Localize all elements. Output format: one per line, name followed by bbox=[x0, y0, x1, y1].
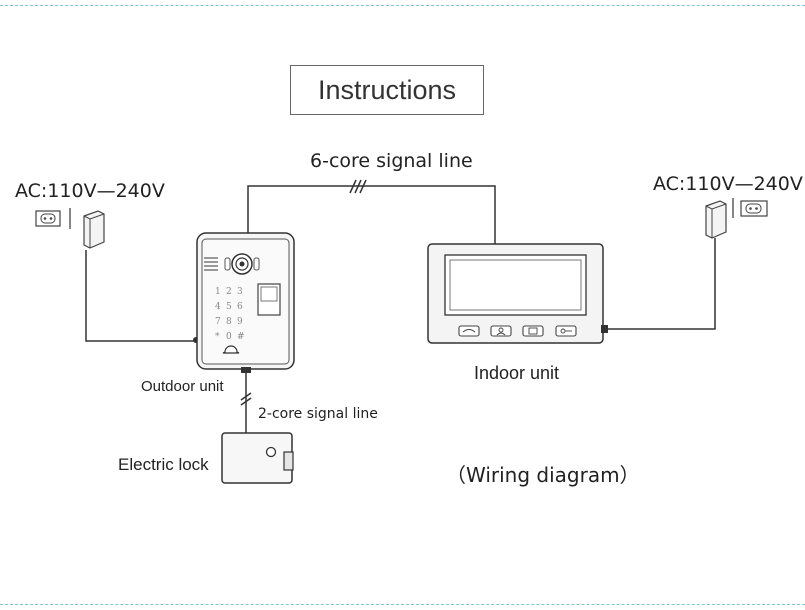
power-adapter-icon bbox=[705, 200, 727, 239]
indoor-unit-label: Indoor unit bbox=[474, 363, 560, 383]
keypad-key: 4 bbox=[215, 302, 221, 312]
keypad-key: 3 bbox=[237, 287, 243, 297]
top-dashed-border bbox=[0, 5, 805, 6]
keypad-key: 2 bbox=[226, 287, 232, 297]
ac-voltage-label-right: AC:110V—240V bbox=[653, 173, 803, 195]
electric-lock-icon bbox=[221, 432, 294, 484]
outdoor-unit-label: Outdoor unit bbox=[141, 378, 224, 395]
keypad-key: 1 bbox=[215, 287, 221, 297]
six-core-signal-line bbox=[247, 179, 496, 244]
indoor-monitor-icon bbox=[427, 243, 604, 344]
two-core-signal-line bbox=[240, 369, 252, 433]
keypad-key: 6 bbox=[237, 302, 243, 312]
ac-voltage-label-left: AC:110V—240V bbox=[15, 180, 165, 202]
keypad-key: 5 bbox=[226, 302, 232, 312]
electric-lock-label: Electric lock bbox=[118, 455, 209, 474]
keypad-key: * bbox=[215, 332, 220, 342]
power-outlet-icon bbox=[740, 200, 768, 217]
right-cable-connector bbox=[601, 325, 608, 333]
outdoor-unit-icon bbox=[196, 232, 295, 370]
keypad-key: # bbox=[237, 332, 245, 342]
bottom-dashed-border bbox=[0, 604, 805, 605]
right-power-cable bbox=[605, 238, 716, 330]
power-outlet-icon bbox=[35, 210, 61, 227]
power-adapter-icon bbox=[83, 210, 105, 249]
keypad-key: 0 bbox=[226, 332, 232, 342]
wiring-diagram-caption: （Wiring diagram） bbox=[446, 463, 640, 487]
keypad-key: 9 bbox=[237, 317, 243, 327]
two-core-signal-line-label: 2-core signal line bbox=[258, 406, 378, 422]
outdoor-cable-connector bbox=[241, 367, 251, 373]
six-core-signal-line-label: 6-core signal line bbox=[310, 150, 473, 172]
keypad-key: 7 bbox=[215, 317, 221, 327]
left-power-cable bbox=[85, 250, 198, 342]
page-title: Instructions bbox=[290, 65, 484, 115]
keypad-key: 8 bbox=[226, 317, 232, 327]
